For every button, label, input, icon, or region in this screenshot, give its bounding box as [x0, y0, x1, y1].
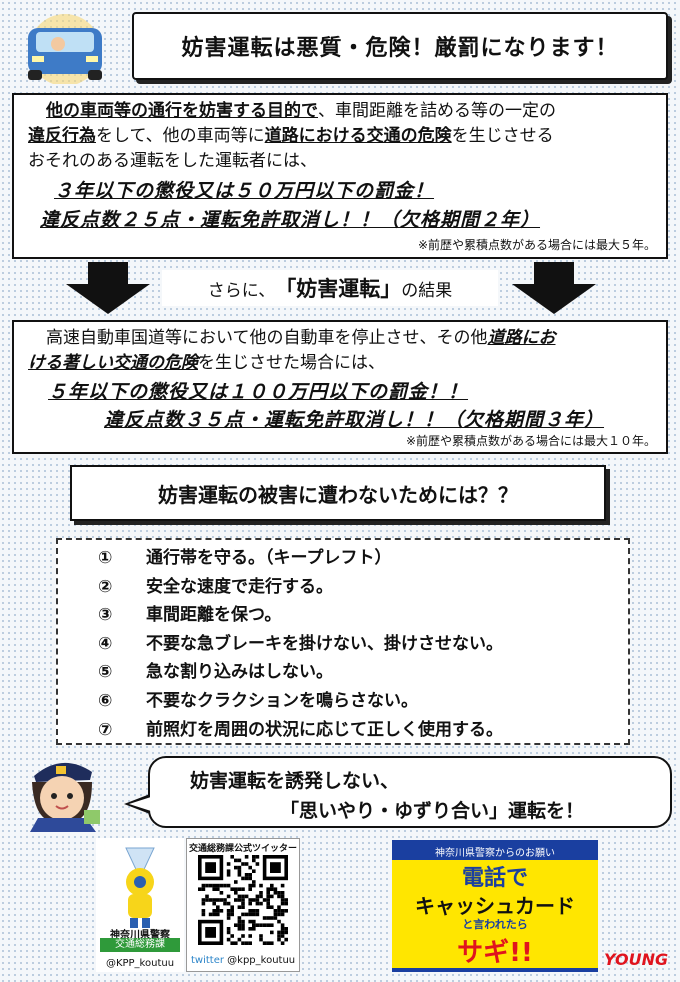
mascot-org: 神奈川県警察: [110, 930, 170, 941]
speech-bubble-tail-fill: [129, 797, 151, 811]
list-item: ① 通行帯を守る。（キープレフト）: [98, 544, 628, 573]
text-fragment: を生じさせる: [451, 126, 554, 146]
qr-footer: twitter @kpp_koutuu: [191, 955, 295, 966]
tips-title-text: 妨害運転の被害に遭わないためには？？: [158, 482, 518, 507]
underlined-phrase: 道路における交通の危険: [264, 126, 452, 146]
banner-line-1: 電話で: [461, 866, 528, 891]
mascot-icon: [125, 847, 155, 928]
penalty-note-2: ※前歴や累積点数がある場合には最大１０年。: [405, 434, 656, 448]
qr-code-icon[interactable]: [198, 855, 288, 945]
watermark-logo: YOUNG: [604, 950, 669, 969]
penalty-box-2: 高速自動車国道等において他の自動車を停止させ、その他道路にお ける著しい交通の危…: [12, 320, 668, 454]
penalty-line-1: ５年以下の懲役又は１００万円以下の罰金！！: [48, 381, 469, 403]
tips-title: 妨害運転の被害に遭わないためには？？: [70, 465, 606, 521]
mascot-panel: 神奈川県警察 交通総務課 @KPP_koutuu: [96, 838, 184, 972]
middle-caption: さらに、「妨害運転」の結果: [162, 270, 498, 306]
middle-highlight: 「妨害運転」: [275, 277, 402, 301]
qr-caption: 交通総務課公式ツイッター: [188, 844, 297, 854]
penalty-line-2: 違反点数２５点・運転免許取消し！！（欠格期間２年）: [40, 209, 541, 231]
scam-warning-banner: 神奈川県警察からのお願い 電話で キャッシュカード と言われたら サギ!!: [392, 840, 598, 972]
list-item-number: ④: [98, 633, 113, 654]
list-item-number: ①: [98, 548, 113, 568]
penalty-line-1: ３年以下の懲役又は５０万円以下の罰金！: [54, 180, 435, 202]
list-item: ③ 車間距離を保つ。: [98, 601, 628, 630]
down-arrow-left-icon: [66, 284, 150, 314]
list-item-text: 前照灯を周囲の状況に応じて正しく使用する。: [146, 719, 503, 740]
list-item: ⑥ 不要なクラクションを鳴らさない。: [98, 687, 628, 716]
speech-line-1: 妨害運転を誘発しない、: [190, 770, 400, 792]
list-item-text: 車間距離を保つ。: [146, 605, 282, 626]
banner-yellow-panel: [392, 860, 598, 968]
penalty-box-2-paragraph: 高速自動車国道等において他の自動車を停止させ、その他道路にお ける著しい交通の危…: [28, 326, 652, 376]
text-fragment: おそれのある運転をした運転者には、: [28, 151, 317, 171]
underlined-phrase: ける著しい交通の危険: [28, 353, 198, 373]
text-fragment: をして、他の車両等に: [96, 126, 265, 146]
penalty-box-1-paragraph: 他の車両等の通行を妨害する目的で、車間距離を詰める等の一定の 違反行為をして、他…: [28, 99, 652, 174]
banner-line-2: キャッシュカード: [415, 894, 575, 918]
middle-prefix: さらに、: [207, 280, 276, 301]
underlined-phrase: 道路にお: [487, 328, 556, 348]
list-item-number: ⑥: [98, 690, 113, 711]
list-item-number: ②: [98, 576, 113, 597]
text-fragment: を生じさせた場合には、: [198, 353, 385, 373]
down-arrow-right-icon: [512, 284, 596, 314]
middle-suffix: の結果: [401, 280, 453, 301]
list-item-text: 急な割り込みはしない。: [146, 662, 333, 683]
down-arrow-right-stem: [534, 262, 574, 284]
text-fragment: 高速自動車国道等において他の自動車を停止させ、その他: [46, 328, 488, 348]
underlined-phrase: 違反行為: [28, 126, 96, 146]
speech-line-2: 「思いやり・ゆずり合い」運転を！: [280, 800, 585, 822]
banner-top-text: 神奈川県警察からのお願い: [435, 848, 555, 859]
twitter-label: twitter: [191, 955, 224, 966]
page-title: 妨害運転は悪質・危険！厳罰になります！: [132, 12, 668, 80]
list-item-number: ⑦: [98, 719, 113, 740]
list-item-number: ⑤: [98, 662, 113, 683]
list-item-text: 不要な急ブレーキを掛けない、掛けさせない。: [146, 633, 503, 654]
banner-line-3: と言われたら: [462, 918, 528, 931]
car-illustration: [6, 6, 124, 86]
penalty-box-1: 他の車両等の通行を妨害する目的で、車間距離を詰める等の一定の 違反行為をして、他…: [12, 93, 668, 259]
penalty-line-2: 違反点数３５点・運転免許取消し！！（欠格期間３年）: [104, 409, 605, 431]
list-item-text: 安全な速度で走行する。: [146, 576, 333, 597]
qr-panel: 交通総務課公式ツイッター twitter @kpp_koutuu: [186, 838, 300, 972]
list-item-text: 不要なクラクションを鳴らさない。: [146, 690, 418, 711]
qr-handle: @kpp_koutuu: [227, 955, 296, 966]
page-title-text: 妨害運転は悪質・危険！厳罰になります！: [181, 36, 619, 61]
text-fragment: 、車間距離を詰める等の一定の: [318, 101, 556, 121]
list-item: ④ 不要な急ブレーキを掛けない、掛けさせない。: [98, 630, 628, 659]
list-item: ⑤ 急な割り込みはしない。: [98, 658, 628, 687]
underlined-phrase: 他の車両等の通行を妨害する目的で: [46, 101, 318, 121]
police-officer-illustration: [12, 748, 112, 832]
list-item: ② 安全な速度で走行する。: [98, 573, 628, 602]
list-item-text: 通行帯を守る。（キープレフト）: [146, 548, 392, 568]
down-arrow-left-stem: [88, 262, 128, 284]
mascot-handle: @KPP_koutuu: [105, 958, 175, 969]
list-item-number: ③: [98, 605, 113, 626]
mascot-dept: 交通総務課: [100, 938, 180, 952]
penalty-note-1: ※前歴や累積点数がある場合には最大５年。: [417, 238, 656, 252]
list-item: ⑦ 前照灯を周囲の状況に応じて正しく使用する。: [98, 716, 628, 745]
speech-bubble: 妨害運転を誘発しない、 「思いやり・ゆずり合い」運転を！: [148, 756, 672, 828]
banner-line-4: サギ!!: [457, 938, 533, 968]
